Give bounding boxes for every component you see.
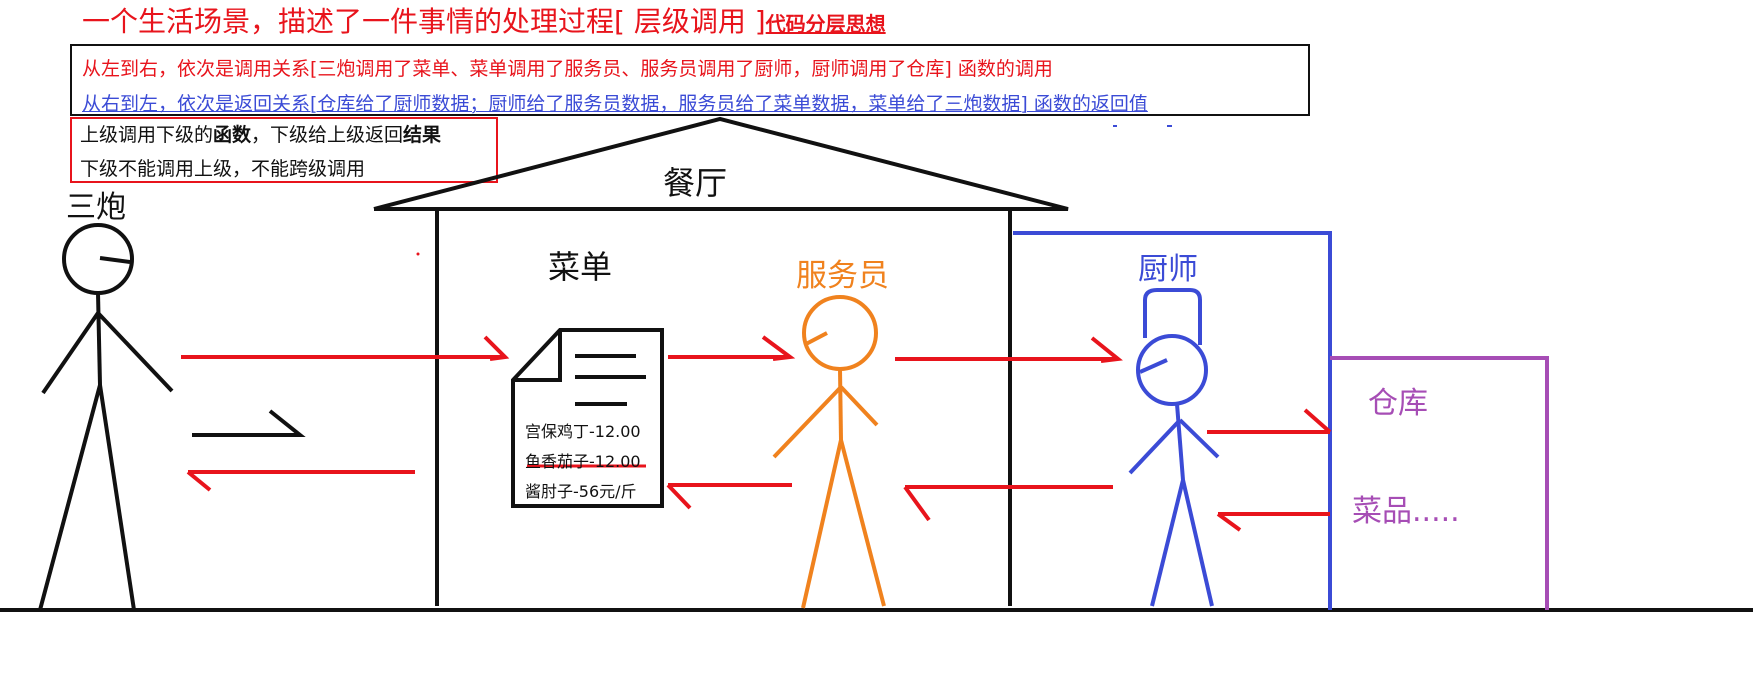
call-relationship-text: 从左到右，依次是调用关系[三炮调用了菜单、菜单调用了服务员、服务员调用了厨师，厨… bbox=[82, 58, 1053, 80]
waiter-label: 服务员 bbox=[796, 258, 889, 294]
dishes-label: 菜品..... bbox=[1352, 494, 1460, 529]
relationship-box bbox=[70, 44, 1310, 116]
rule-call-down: 上级调用下级的函数，下级给上级返回结果 bbox=[80, 124, 442, 146]
rules-box bbox=[70, 117, 498, 183]
restaurant-label: 餐厅 bbox=[663, 164, 728, 202]
diagram-subtitle: 代码分层思想 bbox=[765, 12, 886, 36]
return-relationship-text: 从右到左，依次是返回关系[仓库给了厨师数据；厨师给了服务员数据，服务员给了菜单数… bbox=[82, 93, 1148, 115]
warehouse-outline bbox=[1330, 356, 1549, 610]
menu-item: 宫保鸡丁-12.00 bbox=[525, 422, 641, 441]
waiter-figure bbox=[772, 295, 886, 609]
customer-figure bbox=[38, 223, 174, 611]
customer-label: 三炮 bbox=[66, 190, 126, 225]
restaurant-roof bbox=[373, 116, 1069, 211]
chef-figure bbox=[1128, 288, 1220, 607]
menu-item: 鱼香茄子-12.00 bbox=[525, 452, 641, 471]
kitchen-outline bbox=[1013, 231, 1332, 610]
menu-label: 菜单 bbox=[548, 248, 613, 286]
call-arrows bbox=[181, 335, 1332, 434]
return-arrows bbox=[186, 470, 1330, 532]
menu-item: 酱肘子-56元/斤 bbox=[525, 482, 637, 501]
chef-label: 厨师 bbox=[1138, 252, 1198, 287]
rule-no-skip: 下级不能调用上级，不能跨级调用 bbox=[80, 158, 366, 180]
warehouse-label: 仓库 bbox=[1368, 386, 1428, 421]
diagram-title: 一个生活场景，描述了一件事情的处理过程[ 层级调用 ]代码分层思想 bbox=[82, 5, 886, 38]
menu-document bbox=[511, 328, 664, 508]
